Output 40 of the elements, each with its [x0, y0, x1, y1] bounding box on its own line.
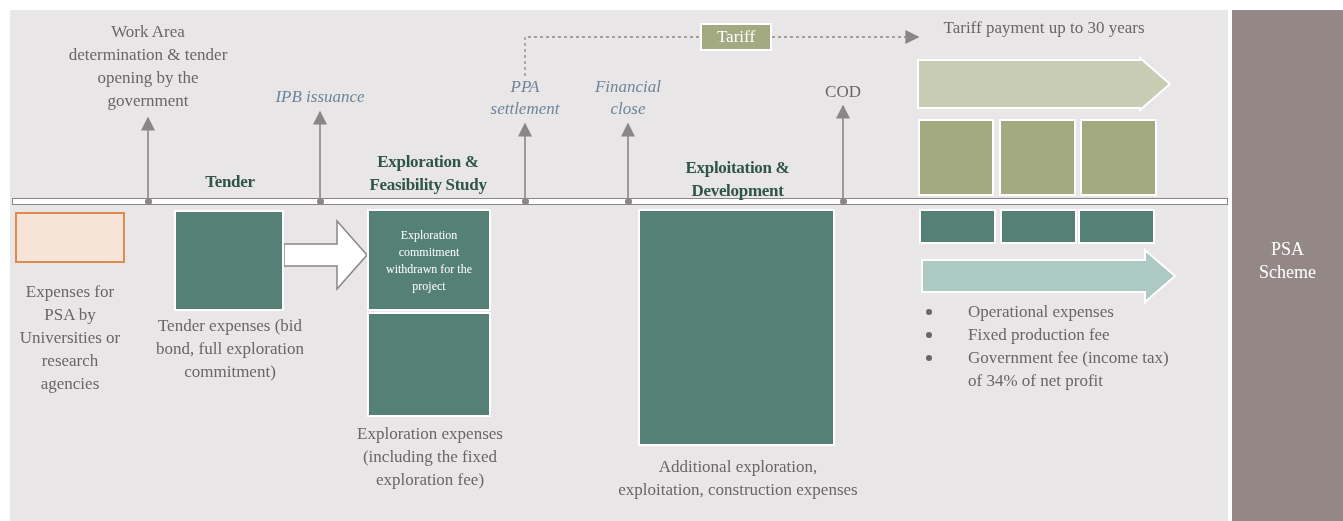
node-text: PPA settlement: [489, 76, 561, 120]
phase-heading: Tender: [204, 171, 256, 193]
expense-box: [367, 312, 491, 417]
arrow: [518, 122, 532, 200]
revenue-box: [999, 119, 1076, 196]
revenue-box: [918, 119, 994, 196]
arrow: [836, 104, 850, 200]
arrow: [771, 30, 920, 44]
list-item-text: Operational expenses: [968, 301, 1114, 323]
expense-box: [367, 209, 491, 311]
list-item-text: Government fee (income tax) of 34% of net profit: [968, 347, 1170, 392]
cost-box: [1078, 209, 1155, 244]
arrow: [621, 122, 635, 200]
cost-box: [919, 209, 996, 244]
node-text: Tariff payment up to 30 years: [942, 17, 1146, 39]
phase-heading: Exploration & Feasibility Study: [368, 151, 488, 196]
expense-caption: Tender expenses (bid bond, full exploration commitment): [155, 315, 305, 383]
phase-heading: Exploitation & Development: [684, 157, 791, 202]
node-text: Financial close: [593, 76, 663, 120]
arrow: [313, 110, 327, 200]
expense-box: [638, 209, 835, 446]
cost-box: [1000, 209, 1077, 244]
node-text: Tariff: [716, 26, 756, 49]
expense-box: [174, 210, 284, 311]
expense-caption: Exploration expenses (including the fixed exploration fee): [356, 423, 504, 491]
node-text: COD: [824, 81, 862, 103]
block-arrow: [283, 219, 368, 291]
scheme-band: [1232, 10, 1343, 521]
node-text: PSA Scheme: [1258, 237, 1317, 284]
timeline-bar: [12, 198, 1228, 205]
revenue-box: [1080, 119, 1157, 196]
arrow: [141, 116, 155, 200]
node-text: Exploration commitment withdrawn for the project: [385, 227, 473, 295]
expense-caption: Additional exploration, exploitation, construction expenses: [618, 456, 858, 501]
expense-box: [15, 212, 125, 263]
tariff-box: [700, 23, 772, 51]
node-text: Work Area determination & tender opening by the government: [67, 21, 229, 112]
expense-caption: Expenses for PSA by Universities or research agencies: [18, 281, 122, 395]
node-text: IPB issuance: [274, 86, 366, 108]
list-item-text: Fixed production fee: [968, 324, 1110, 346]
